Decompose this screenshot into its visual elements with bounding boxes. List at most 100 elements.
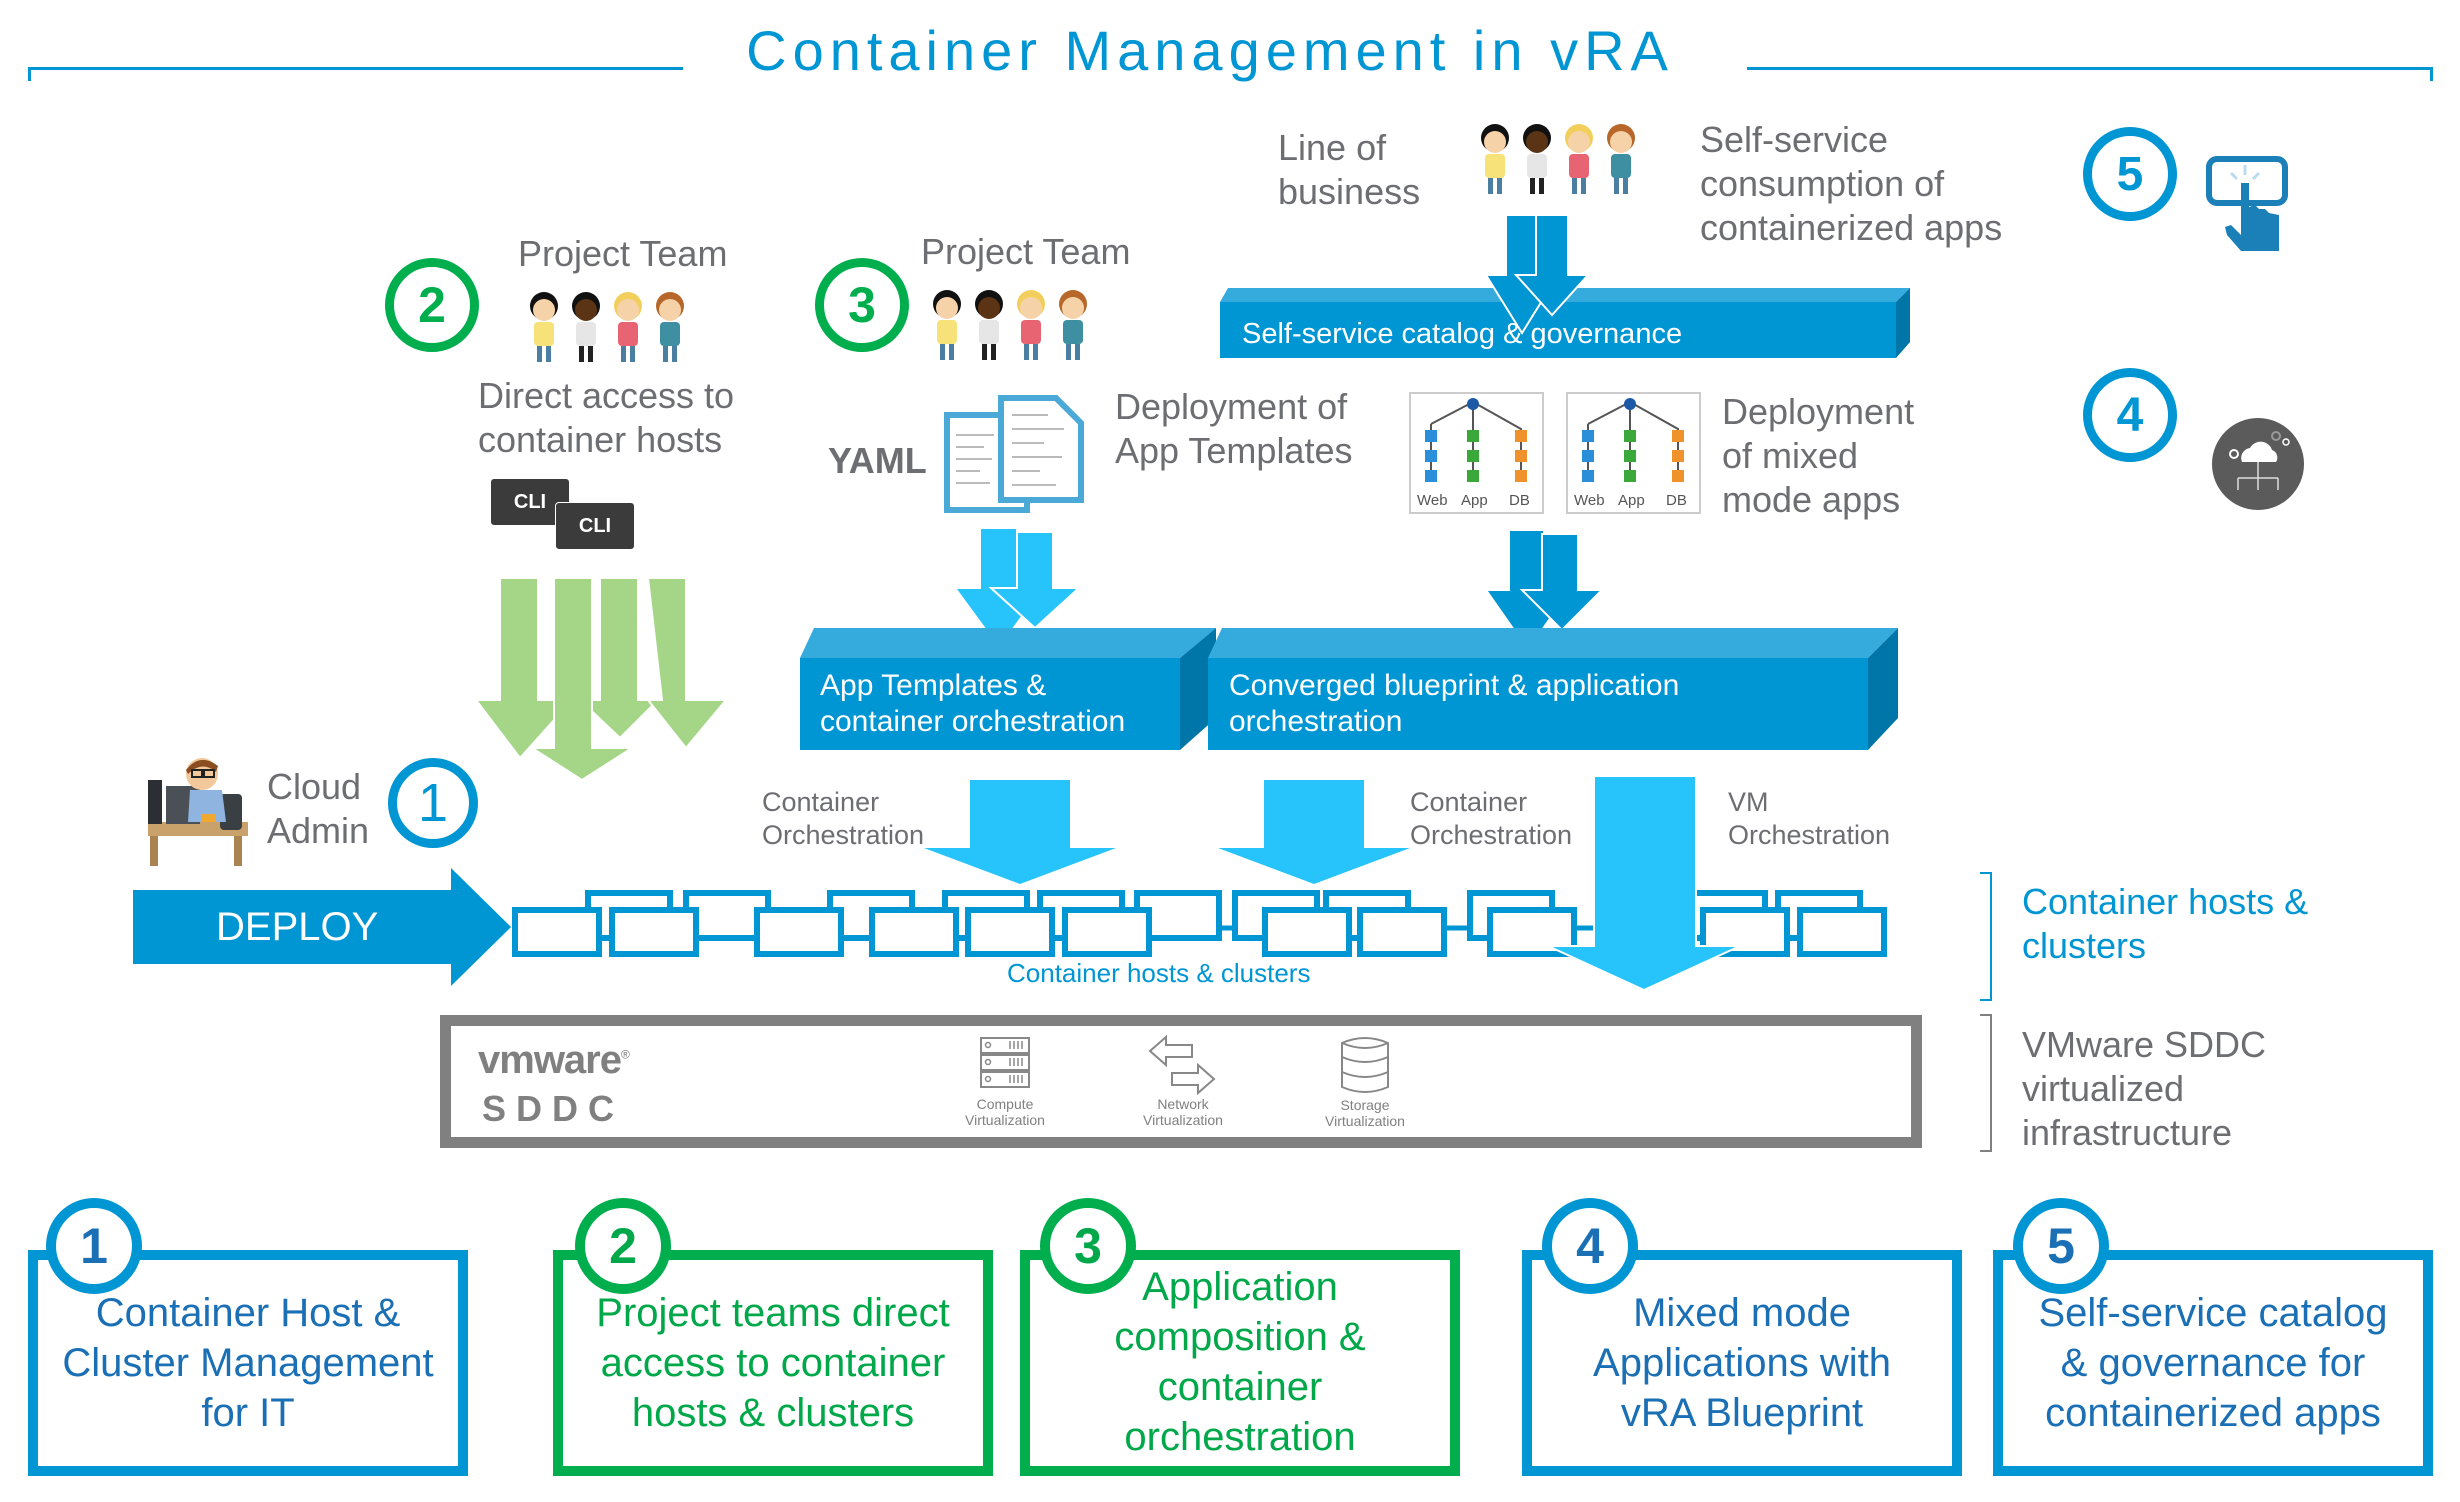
double-down-arrow-icon <box>953 527 1082 650</box>
vmware-logo: vmware® <box>478 1038 630 1083</box>
card-number-badge: 2 <box>575 1198 671 1294</box>
cloud-admin-avatar <box>148 758 248 866</box>
hosts-bracket <box>1980 872 1992 1001</box>
direct-access-line: Direct access to <box>478 375 735 416</box>
app-templates-bar-label: App Templates & container orchestration <box>820 668 1125 740</box>
card-line: for IT <box>201 1391 295 1435</box>
app-templates-bar[interactable] <box>800 628 1220 752</box>
mixed-mode-line: mode apps <box>1722 479 1901 520</box>
card-line: containerized apps <box>2045 1391 2381 1435</box>
container-orchestration-arrow <box>1218 780 1410 884</box>
orch-line: VM <box>1728 787 1769 817</box>
blueprint-tier-label: App <box>1618 492 1645 509</box>
card-line: Cluster Management <box>62 1341 434 1385</box>
person-figure <box>614 292 642 362</box>
person-figure <box>1523 124 1551 194</box>
self-service-line: containerized apps <box>1700 207 2003 248</box>
self-service-consumption-label: Self-service consumption of containerize… <box>1700 118 2002 250</box>
card-line: container <box>1157 1365 1323 1409</box>
step-1-number: 1 <box>417 773 449 833</box>
project-team-label: Project Team <box>518 233 728 274</box>
network-line: Virtualization <box>1143 1112 1223 1128</box>
person-figure <box>1607 124 1635 194</box>
container-host-box <box>1797 907 1887 957</box>
container-host-box <box>1700 907 1790 957</box>
double-down-arrow-icon <box>1484 529 1605 652</box>
vm-orchestration-label: VM Orchestration <box>1728 786 1890 852</box>
container-host-box <box>609 907 699 957</box>
compute-virtualization-label: Compute Virtualization <box>940 1096 1070 1128</box>
direct-access-label: Direct access to container hosts <box>478 374 734 462</box>
bar-line: Converged blueprint & application <box>1229 669 1680 702</box>
card-line: & governance for <box>2060 1341 2366 1385</box>
container-orchestration-label: Container Orchestration <box>1410 786 1572 852</box>
yaml-label: YAML <box>828 440 927 481</box>
sddc-label-line: VMware SDDC <box>2022 1024 2267 1065</box>
card-line: Container Host & <box>95 1291 401 1335</box>
line-of-business-line: business <box>1278 171 1421 212</box>
cli-icon: CLI <box>555 502 635 550</box>
card-line: composition & <box>1114 1315 1366 1359</box>
orch-line: Orchestration <box>1728 820 1891 850</box>
self-service-line: consumption of <box>1700 163 1945 204</box>
deployment-line: App Templates <box>1115 430 1353 471</box>
card-number-badge: 1 <box>46 1198 142 1294</box>
blueprint-tier-label: Web <box>1574 492 1605 509</box>
network-arrows-icon <box>1148 1034 1216 1096</box>
card-line: Applications with <box>1593 1341 1891 1385</box>
step-2-badge: 2 <box>385 258 479 352</box>
people-group-icon <box>1481 124 1635 194</box>
self-service-catalog-bar[interactable] <box>1220 288 1910 363</box>
storage-line: Virtualization <box>1325 1113 1405 1129</box>
converged-blueprint-bar[interactable] <box>1208 628 1898 752</box>
orch-line: Orchestration <box>1410 820 1573 850</box>
mixed-mode-line: Deployment <box>1722 391 1915 432</box>
vm-orchestration-arrow <box>1547 775 1741 992</box>
title-rule-left-tick <box>28 67 31 81</box>
compute-line: Compute <box>976 1096 1034 1112</box>
card-number-badge: 4 <box>1542 1198 1638 1294</box>
step-3-badge: 3 <box>815 258 909 352</box>
blueprint-graphic <box>1582 398 1684 482</box>
blueprint-tier-label: App <box>1461 492 1488 509</box>
storage-line: Storage <box>1340 1097 1390 1113</box>
line-of-business-line: Line of <box>1278 127 1387 168</box>
cloud-admin-line: Admin <box>267 810 370 851</box>
card-line: vRA Blueprint <box>1620 1391 1864 1435</box>
sddc-product-label: SDDC <box>482 1088 625 1129</box>
storage-virtualization-label: Storage Virtualization <box>1300 1097 1430 1129</box>
card-number-badge: 5 <box>2013 1198 2109 1294</box>
deploy-arrow[interactable] <box>133 868 513 986</box>
container-host-box <box>965 907 1055 957</box>
bar-line: container orchestration <box>820 705 1126 738</box>
title-rule-right <box>1747 67 2433 70</box>
sddc-bracket <box>1980 1014 1992 1152</box>
cloud-admin-line: Cloud <box>267 766 362 807</box>
title-rule-right-tick <box>2430 67 2433 81</box>
card-line: Project teams direct <box>596 1291 950 1335</box>
blueprint-tier-label: Web <box>1417 492 1448 509</box>
card-line: access to container <box>600 1341 946 1385</box>
orch-line: Orchestration <box>762 820 925 850</box>
yaml-document-icon <box>944 395 1084 513</box>
sddc-label-line: virtualized <box>2022 1068 2185 1109</box>
trademark: ® <box>620 1047 630 1062</box>
deploy-label: DEPLOY <box>216 905 379 949</box>
touch-screen-icon <box>2206 156 2288 251</box>
compute-line: Virtualization <box>965 1112 1045 1128</box>
people-group-icon <box>530 292 684 362</box>
person-figure <box>1017 290 1045 360</box>
server-rack-icon <box>980 1037 1030 1088</box>
person-figure <box>572 292 600 362</box>
bar-line: App Templates & <box>820 669 1047 702</box>
container-host-box <box>1262 907 1352 957</box>
person-figure <box>530 292 558 362</box>
hosts-label-line: Container hosts & <box>2022 881 2309 922</box>
container-host-box <box>754 907 844 957</box>
